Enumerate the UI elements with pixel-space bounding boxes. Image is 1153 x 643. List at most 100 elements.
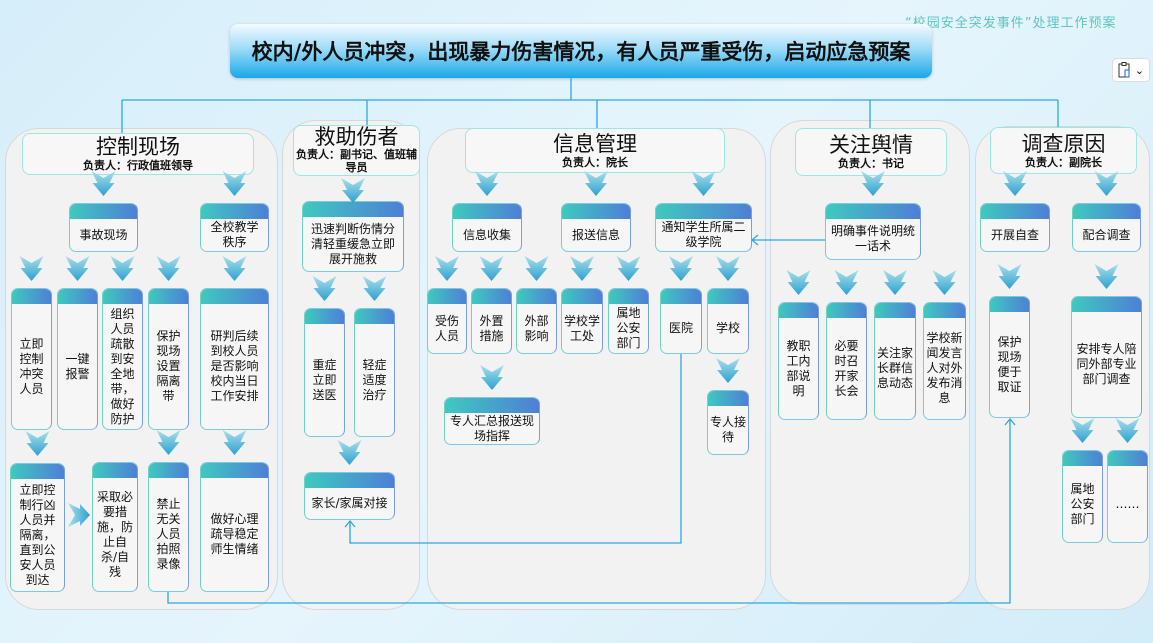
section-title: 信息管理	[553, 131, 637, 156]
flow-node[interactable]: 做好心理疏导稳定师生情绪	[200, 462, 269, 592]
node-header-strip	[355, 309, 394, 324]
arrow-down-icon	[883, 270, 907, 295]
flow-node[interactable]: 保护现场设置隔离带	[148, 288, 189, 430]
node-header-strip	[517, 289, 556, 304]
flow-node[interactable]: ……	[1107, 450, 1148, 543]
flow-node[interactable]: 立即控制行凶人员并隔离，直到公安人员到达	[10, 463, 65, 592]
arrow-down-icon	[222, 430, 247, 455]
node-label: 必要时召开家长会	[834, 338, 859, 398]
flow-node[interactable]: 学校新闻发言人对外发布消息	[923, 302, 966, 420]
arrow-down-icon	[19, 256, 44, 281]
node-label: 立即控制行凶人员并隔离，直到公安人员到达	[19, 482, 56, 587]
arrow-down-icon	[691, 171, 716, 196]
node-label: 教职工内部说明	[786, 338, 811, 398]
arrow-down-icon	[312, 276, 337, 301]
flow-node[interactable]: 报送信息	[561, 203, 631, 252]
flow-node[interactable]: 事故现场	[69, 203, 138, 252]
document-subtitle: “校园安全突发事件”处理工作预案	[905, 16, 1117, 31]
flow-node[interactable]: 轻症适度治疗	[354, 308, 395, 437]
node-label: 外部影响	[524, 313, 549, 343]
flow-node[interactable]: 禁止无关人员拍照录像	[148, 462, 189, 592]
node-header-strip	[453, 204, 521, 219]
section-title: 调查原因	[1021, 131, 1106, 156]
section-title: 控制现场	[96, 135, 180, 160]
flow-node[interactable]: 受伤人员	[427, 288, 467, 354]
connector-hospital-to-family	[349, 354, 682, 544]
arrow-down-icon	[156, 256, 181, 281]
flow-node[interactable]: 医院	[660, 288, 702, 354]
flow-node[interactable]: 属地公安部门	[608, 288, 649, 354]
flow-node[interactable]: 全校教学秩序	[200, 203, 269, 252]
flow-node[interactable]: 家长/家属对接	[304, 472, 395, 520]
flow-node[interactable]: 组织人员疏散到安全地带，做好防护	[102, 288, 143, 430]
section-header: 信息管理负责人：院长	[465, 128, 725, 173]
flow-node[interactable]: 信息收集	[452, 203, 522, 252]
flow-node[interactable]: 迅速判断伤情分清轻重缓急立即展开施救	[302, 201, 404, 272]
node-label: 组织人员疏散到安全地带，做好防护	[110, 306, 135, 426]
section-title: 关注舆情	[829, 133, 913, 158]
flow-node[interactable]: 立即控制冲突人员	[11, 288, 52, 430]
node-label: 迅速判断伤情分清轻重缓急立即展开施救	[310, 221, 395, 266]
node-label: 禁止无关人员拍照录像	[156, 497, 181, 571]
flow-node[interactable]: 重症立即送医	[304, 308, 345, 437]
node-label: 事故现场	[79, 227, 128, 242]
arrow-down-icon	[570, 256, 594, 281]
arrow-down-icon	[110, 256, 135, 281]
node-header-strip	[58, 289, 97, 304]
node-label: 配合调查	[1082, 227, 1131, 242]
flow-node[interactable]: 保护现场便于取证	[989, 296, 1030, 418]
node-label: 受伤人员	[434, 313, 459, 343]
section-owner: 负责人：书记	[838, 157, 904, 171]
node-label: 一键报警	[65, 351, 90, 381]
arrow-down-icon	[65, 256, 90, 281]
flow-node[interactable]: 教职工内部说明	[778, 302, 819, 420]
flow-node[interactable]: 学校学工处	[561, 288, 603, 354]
flow-node[interactable]: 外置措施	[471, 288, 512, 354]
flow-node[interactable]: 安排专人陪同外部专业部门调查	[1071, 296, 1142, 418]
node-header-strip	[1072, 297, 1141, 312]
node-header-strip	[428, 289, 466, 304]
flow-node[interactable]: 明确事件说明统一话术	[825, 203, 921, 260]
flow-node[interactable]: 外部影响	[516, 288, 557, 354]
section-header: 控制现场负责人：行政值班领导	[22, 133, 254, 175]
arrow-down-icon	[834, 270, 859, 295]
arrowhead-icon	[750, 234, 759, 246]
node-label: 明确事件说明统一话术	[830, 224, 915, 253]
section-header: 关注舆情负责人：书记	[795, 128, 947, 176]
arrow-down-icon	[1070, 418, 1095, 443]
node-label: 学校	[715, 321, 740, 335]
node-header-strip	[562, 289, 602, 304]
flow-node[interactable]: 采取必要措施，防止自杀/自残	[92, 462, 138, 592]
flow-node[interactable]: 配合调查	[1072, 203, 1141, 252]
flow-node[interactable]: 属地公安部门	[1062, 450, 1103, 543]
flow-node[interactable]: 研判后续到校人员是否影响校内当日工作安排	[200, 288, 269, 430]
arrow-down-icon	[1094, 264, 1119, 289]
paste-options-button[interactable]: ⌄	[1112, 58, 1150, 82]
flow-node[interactable]: 必要时召开家长会	[826, 302, 867, 420]
node-header-strip	[445, 398, 539, 413]
arrow-down-icon	[222, 171, 247, 196]
flow-node[interactable]: 专人接待	[707, 390, 749, 455]
section-header: 救助伤者负责人：副书记、值班辅导员	[293, 125, 420, 176]
node-header-strip	[12, 289, 51, 304]
node-header-strip	[826, 204, 920, 219]
node-header-strip	[708, 391, 748, 406]
node-label: 外置措施	[479, 313, 504, 343]
flow-node[interactable]: 开展自查	[980, 203, 1050, 252]
node-header-strip	[779, 303, 818, 318]
node-label: 开展自查	[990, 227, 1039, 242]
flow-node[interactable]: 一键报警	[57, 288, 98, 430]
node-header-strip	[201, 289, 268, 304]
arrow-down-icon	[156, 430, 181, 455]
flow-node[interactable]: 专人汇总报送现场指挥	[444, 397, 540, 445]
node-label: 保护现场设置隔离带	[156, 329, 181, 403]
flow-node[interactable]: 通知学生所属二级学院	[655, 203, 752, 252]
node-label: 专人汇总报送现场指挥	[449, 413, 534, 443]
node-header-strip	[93, 463, 137, 478]
node-header-strip	[827, 303, 866, 318]
arrowhead-icon	[1004, 417, 1016, 426]
flow-node[interactable]: 关注家长群信息动态	[874, 302, 916, 420]
flow-node[interactable]: 学校	[707, 288, 749, 354]
arrow-down-icon	[716, 358, 740, 383]
